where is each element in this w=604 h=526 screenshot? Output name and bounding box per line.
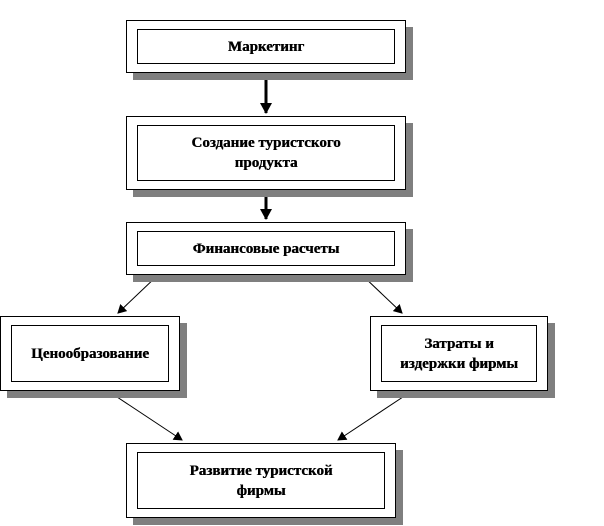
node-costs: Затраты и издержки фирмы: [370, 316, 548, 391]
node-finance-label: Финансовые расчеты: [192, 240, 340, 257]
node-costs-label: Затраты и издержки фирмы: [400, 335, 518, 372]
node-pricing-label: Ценообразование: [31, 345, 149, 362]
node-product-label: Создание туристского продукта: [191, 135, 341, 171]
node-development-label: Развитие туристской фирмы: [189, 462, 333, 499]
node-finance: Финансовые расчеты: [126, 222, 406, 275]
node-marketing: Маркетинг: [126, 20, 406, 73]
node-product: Создание туристского продукта: [126, 116, 406, 190]
edge-finance-to-pricing: [117, 274, 159, 314]
node-marketing-label: Маркетинг: [227, 38, 305, 55]
edge-costs-to-development: [337, 390, 413, 441]
node-pricing: Ценообразование: [0, 316, 180, 391]
edge-finance-to-costs: [361, 274, 403, 314]
node-development: Развитие туристской фирмы: [126, 443, 396, 518]
edge-pricing-to-development: [107, 390, 183, 441]
